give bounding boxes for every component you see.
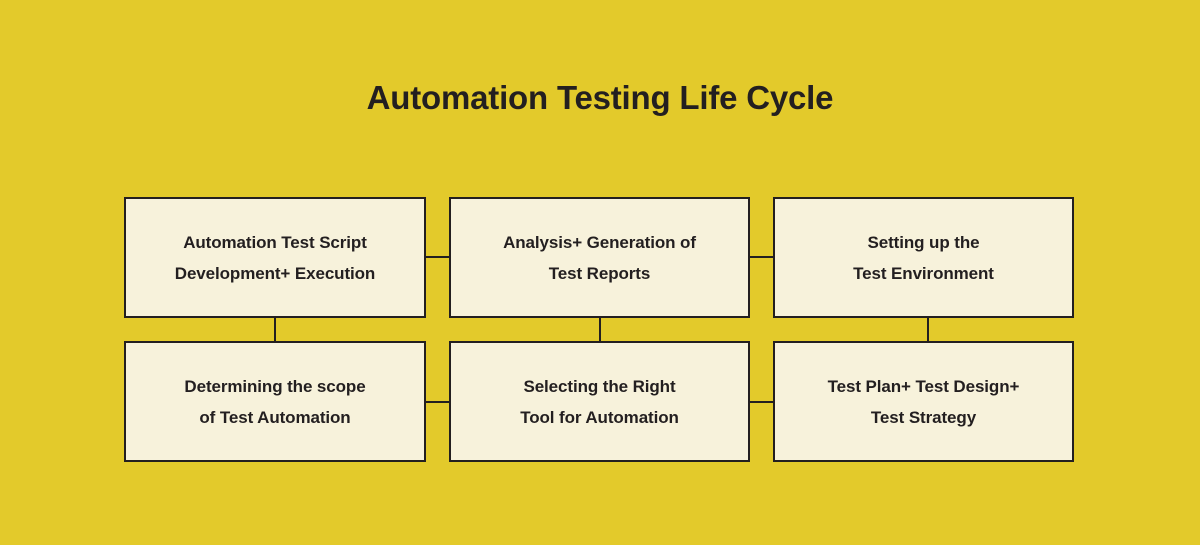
flow-node-determining-the-scope[interactable]: Determining the scope of Test Automation (124, 341, 426, 462)
flow-node-analysis-generation-of-test-reports[interactable]: Analysis+ Generation of Test Reports (449, 197, 750, 318)
flow-node-label: Test Plan+ Test Design+ Test Strategy (827, 376, 1020, 427)
flow-node-label: Selecting the Right Tool for Automation (520, 376, 679, 427)
page-title: Automation Testing Life Cycle (366, 79, 834, 116)
flow-node-label: Analysis+ Generation of Test Reports (503, 232, 696, 283)
flow-node-test-plan-design-strategy[interactable]: Test Plan+ Test Design+ Test Strategy (773, 341, 1074, 462)
flow-node-selecting-the-right-tool[interactable]: Selecting the Right Tool for Automation (449, 341, 750, 462)
connector-node1-node2 (426, 256, 449, 258)
flow-node-label: Determining the scope of Test Automation (184, 376, 366, 427)
connector-node1-node4 (274, 318, 276, 341)
flow-node-label: Automation Test Script Development+ Exec… (174, 232, 376, 283)
connector-node4-node5 (426, 401, 449, 403)
connector-node2-node5 (599, 318, 601, 341)
connector-node5-node6 (750, 401, 773, 403)
flow-node-automation-test-script[interactable]: Automation Test Script Development+ Exec… (124, 197, 426, 318)
connector-node3-node6 (927, 318, 929, 341)
connector-node2-node3 (750, 256, 773, 258)
flow-node-setting-up-the-test-environment[interactable]: Setting up the Test Environment (773, 197, 1074, 318)
flow-node-label: Setting up the Test Environment (853, 232, 994, 283)
